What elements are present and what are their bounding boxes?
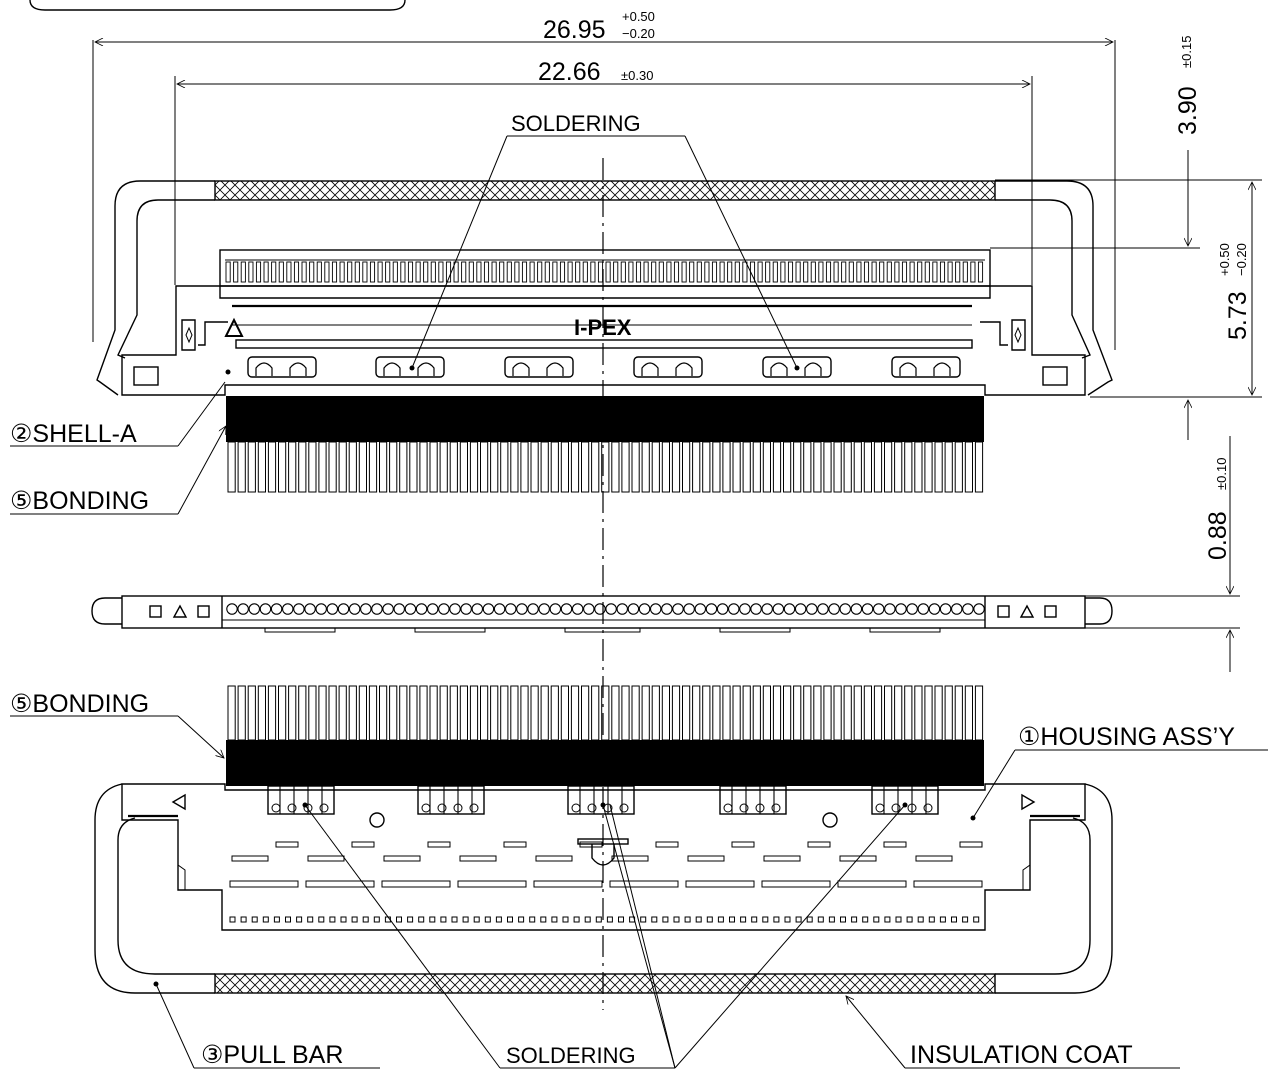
cable-fingers-bottom (227, 685, 984, 741)
side-contact-circles (226, 603, 985, 615)
overall-width-tol-minus: −0.20 (622, 26, 655, 41)
insulation-label: INSULATION COAT (910, 1041, 1133, 1069)
overall-width-tol-plus: +0.50 (622, 9, 655, 24)
solder-pads-bottom (267, 785, 939, 815)
thickness-value: 0.88 (1204, 511, 1232, 560)
left-arrow-icon (171, 793, 186, 811)
insulation-coat-bottom (214, 973, 996, 994)
height-a-value: 3.90 (1174, 86, 1202, 135)
bonding-top-label: ⑤BONDING (10, 487, 149, 515)
callout-bonding-bottom: ⑤BONDING (10, 690, 224, 758)
solder-pads-top (247, 356, 961, 378)
callout-bonding-top: ⑤BONDING (10, 426, 227, 515)
top-view: I-PEX (96, 180, 1113, 493)
brand-label: I-PEX (574, 315, 632, 340)
housing-label: ①HOUSING ASS’Y (1018, 723, 1235, 751)
bonding-bottom-label: ⑤BONDING (10, 690, 149, 718)
dimension-thickness: 0.88 ±0.10 (1080, 436, 1240, 672)
cable-fingers-top (227, 441, 984, 493)
callout-soldering-top: SOLDERING (409, 111, 800, 371)
dimension-height-b: 5.73 +0.50 −0.20 (1090, 182, 1262, 398)
overall-width-value: 26.95 (543, 16, 606, 44)
housing-comb-top (225, 261, 984, 283)
right-arrow-icon (1021, 793, 1036, 811)
height-a-tol: ±0.15 (1179, 36, 1194, 68)
side-view (91, 595, 1113, 633)
bonding-band-bottom (226, 740, 984, 786)
dimension-height-a: 3.90 ±0.15 (990, 36, 1262, 440)
soldering-bottom-label: SOLDERING (506, 1043, 636, 1068)
callout-housing: ①HOUSING ASS’Y (972, 723, 1268, 819)
pin1-triangle-icon (224, 317, 244, 337)
insulation-coat-top (214, 180, 996, 201)
callout-soldering-bottom: SOLDERING (302, 802, 908, 1069)
height-b-tol-plus: +0.50 (1217, 243, 1232, 276)
shell-a-label: ②SHELL-A (10, 420, 137, 448)
dimension-overall-width: 26.95 +0.50 −0.20 (92, 9, 1116, 350)
callout-insulation: INSULATION COAT (846, 996, 1180, 1069)
callout-shell-a: ②SHELL-A (10, 381, 226, 448)
pull-bar-label: ③PULL BAR (201, 1041, 343, 1069)
height-b-value: 5.73 (1224, 291, 1252, 340)
housing-slots-bottom (229, 841, 983, 923)
pitch-width-value: 22.66 (538, 58, 601, 86)
bottom-view (94, 685, 1113, 994)
soldering-top-label: SOLDERING (511, 111, 641, 136)
callout-pull-bar: ③PULL BAR (155, 983, 380, 1069)
title-box-fragment (29, 0, 406, 11)
pitch-width-tol: ±0.30 (621, 68, 653, 83)
height-b-tol-minus: −0.20 (1234, 243, 1249, 276)
thickness-tol: ±0.10 (1214, 458, 1229, 490)
bonding-band-top (226, 396, 984, 442)
